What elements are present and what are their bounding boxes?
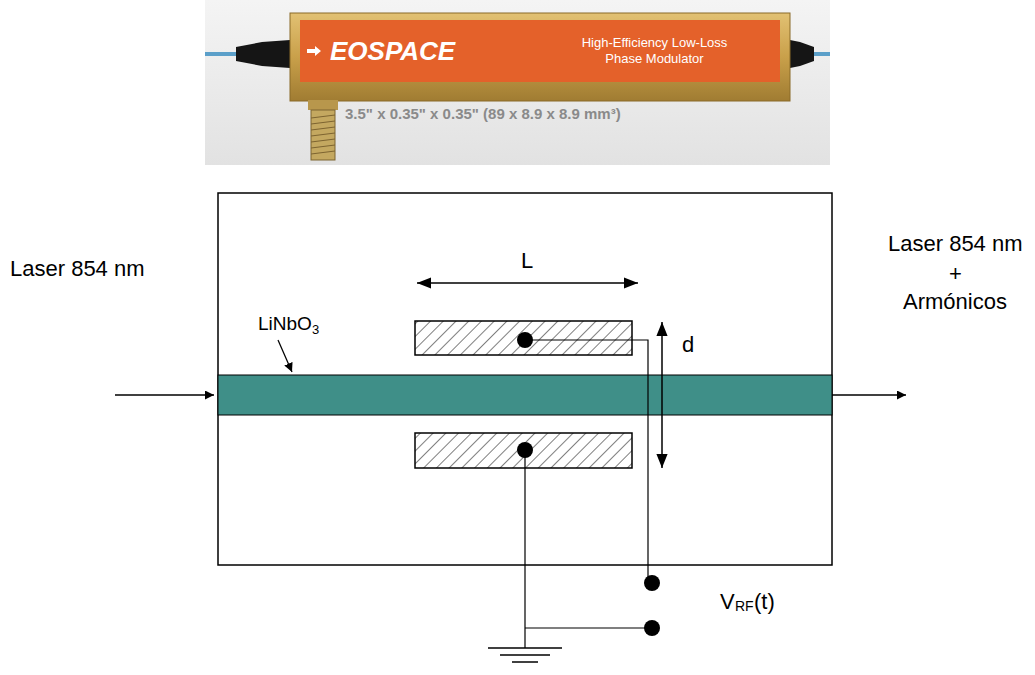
- signal-name: (t): [754, 590, 775, 614]
- output-label: Laser 854 nm: [888, 232, 1023, 256]
- dimension-arrow: [661, 322, 663, 468]
- gap-label: d: [682, 333, 694, 357]
- waveguide: [218, 375, 832, 415]
- signal-subscript: RF: [735, 599, 754, 614]
- contact-dot: [517, 442, 533, 458]
- contact-dot: [517, 332, 533, 348]
- wire: [525, 340, 648, 583]
- output-label: +: [949, 262, 962, 286]
- electrode: [415, 321, 632, 355]
- dimension-text: 3.5" x 0.35" x 0.35" (89 x 8.9 x 8.9 mm³…: [345, 106, 621, 123]
- output-label: Armónicos: [903, 290, 1007, 314]
- subscript: 3: [312, 323, 319, 337]
- terminal-dot: [644, 620, 660, 636]
- schematic: [115, 193, 906, 662]
- product-photo: [205, 0, 830, 165]
- terminal-dot: [644, 575, 660, 591]
- product-name: High-Efficiency Low-Loss Phase Modulator: [572, 35, 737, 68]
- leader-line: [278, 340, 292, 372]
- brand-name: EOSPACE: [330, 35, 455, 68]
- dimension-arrow: [417, 282, 638, 284]
- wire: [525, 450, 648, 648]
- signal-name: V: [720, 590, 735, 614]
- length-label: L: [521, 249, 533, 273]
- input-label: Laser 854 nm: [10, 257, 145, 281]
- material-label: LiNbO: [258, 314, 312, 335]
- brand-label: EOSPACE High-Efficiency Low-Loss Phase Mo…: [300, 20, 780, 82]
- input-arrow: [115, 394, 214, 396]
- ground-symbol: [488, 648, 562, 662]
- electrode: [415, 433, 632, 468]
- direction-arrow: [306, 45, 322, 57]
- output-arrow: [832, 394, 906, 396]
